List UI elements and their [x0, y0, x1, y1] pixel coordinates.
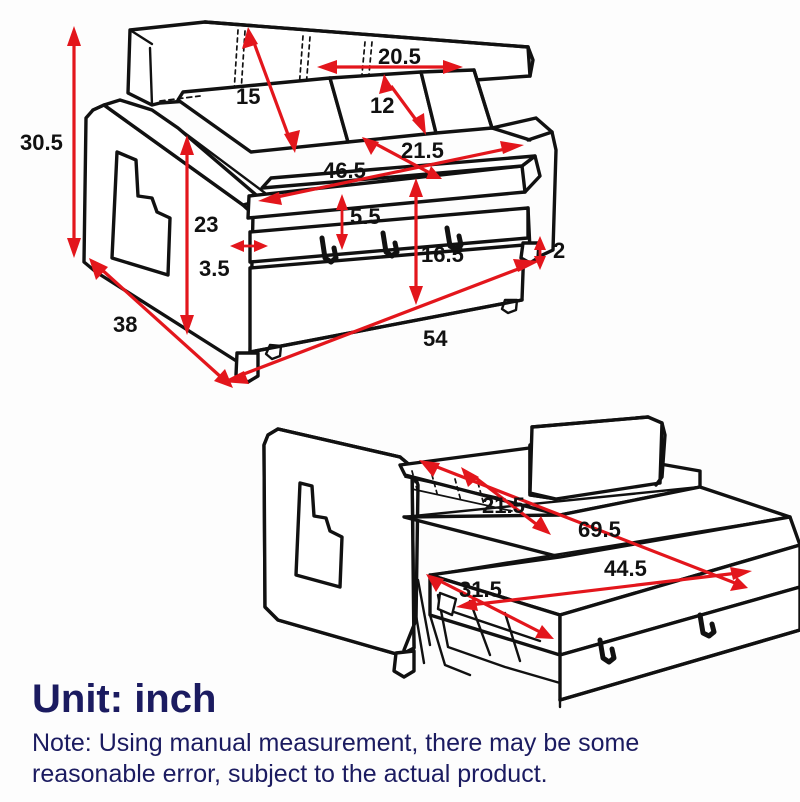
dim-label-overall-width: 54	[423, 326, 448, 351]
footer-note-block: Unit: inch Note: Using manual measuremen…	[32, 677, 639, 788]
note-line-1: Note: Using manual measurement, there ma…	[32, 729, 639, 757]
dim-overall-height	[67, 26, 81, 258]
dim-overall-width	[222, 259, 540, 384]
sofa-bed-lineart	[262, 415, 800, 709]
dim-label-bed-length: 69.5	[578, 517, 621, 542]
dim-backrest-height	[242, 27, 300, 153]
unit-title: Unit: inch	[32, 677, 216, 721]
dim-label-seat-depth: 21.5	[401, 138, 444, 163]
dim-back-cushion-depth	[379, 74, 426, 135]
sofa-closed-lineart	[82, 20, 558, 384]
sofa-bed-open-view: 21.5 69.5 44.5 31.5	[262, 415, 800, 709]
dim-label-bed-back-section: 21.5	[482, 493, 525, 518]
dim-label-arm-height: 23	[194, 212, 218, 237]
sofa-closed-view: 30.5 15 20.5 12 21.5 46.5 23 3.5 38 5.5 …	[20, 20, 565, 388]
dim-bed-width	[456, 567, 752, 611]
dim-label-pullout-depth: 31.5	[459, 577, 502, 602]
dim-label-side-depth: 38	[113, 312, 137, 337]
dim-arm-width	[230, 240, 268, 252]
dim-pullout-depth	[426, 574, 554, 639]
dimension-lines-open	[419, 460, 752, 639]
note-line-2: reasonable error, subject to the actual …	[32, 760, 548, 788]
dim-back-cushion-width	[317, 60, 463, 74]
dim-label-back-cushion-width: 20.5	[378, 44, 421, 69]
dim-label-leg-height: 2	[553, 238, 565, 263]
dim-label-bed-width: 44.5	[604, 556, 647, 581]
dim-cushion-thickness	[336, 194, 348, 250]
dim-bed-length	[419, 460, 748, 591]
dim-label-seat-width: 46.5	[323, 158, 366, 183]
dim-label-cushion-thickness: 5.5	[350, 204, 381, 229]
dim-label-seat-height: 16.5	[421, 242, 464, 267]
dim-seat-width	[258, 141, 524, 205]
dim-leg-height	[534, 236, 546, 270]
dimension-lines-closed	[67, 26, 546, 388]
dim-label-arm-width: 3.5	[199, 256, 230, 281]
dim-label-overall-height: 30.5	[20, 130, 63, 155]
dim-label-backrest-height: 15	[236, 84, 260, 109]
dim-arm-height	[180, 135, 194, 335]
dim-side-depth	[89, 258, 233, 388]
dim-label-back-cushion-depth: 12	[370, 93, 394, 118]
dim-seat-height	[409, 178, 423, 305]
